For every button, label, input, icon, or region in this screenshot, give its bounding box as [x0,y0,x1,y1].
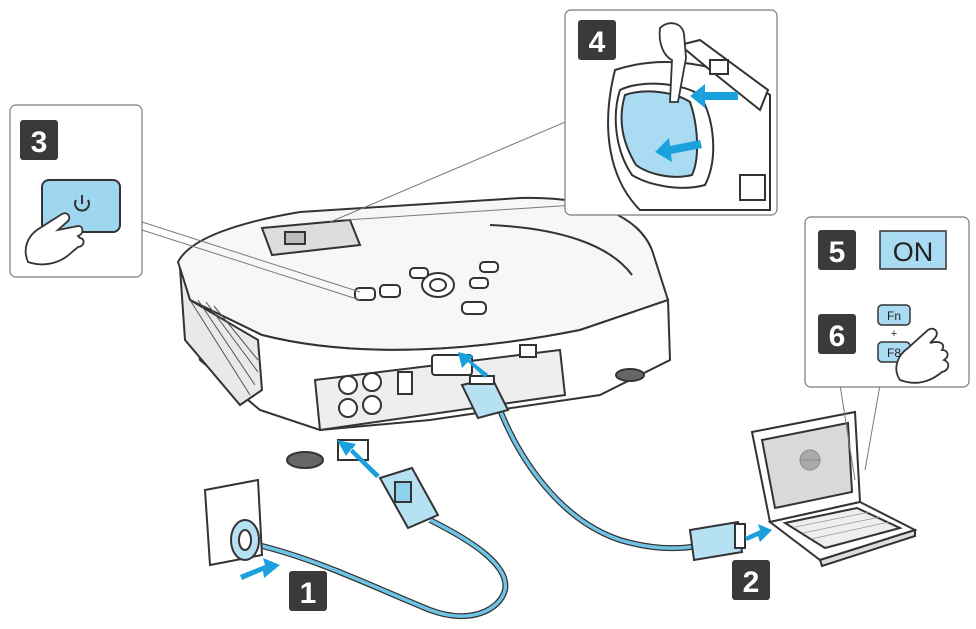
on-indicator [879,230,947,270]
step-4-badge [578,20,616,60]
callout-lines [141,119,881,481]
power-cable [203,466,509,620]
step-1-badge [289,571,327,611]
step-1-group: 1 [289,571,327,611]
step-1-label: 1 [300,577,317,610]
fn-key-label: Fn [887,309,901,323]
step-5-label: 5 [829,236,846,269]
globe-icon [799,449,821,471]
pointing-hand-icon [895,327,950,384]
on-label: ON [893,237,934,267]
step-3-badge [20,120,58,160]
callout-lens-cover: 4 [564,9,778,216]
arrow-vga-laptop [745,524,772,542]
step-5-badge [818,230,856,270]
power-icon [74,195,90,212]
step-6-badge [818,314,856,354]
step-2-label: 2 [743,566,760,599]
callout-computer: 5 ON 6 Fn + F8 [804,216,970,388]
pointing-hand-icon [24,212,85,266]
fn-key [877,304,911,326]
callout-power-button: 3 [9,104,143,278]
plus-sign: + [891,328,897,340]
step-2-group: 2 [732,560,770,600]
pointing-hand-icon [658,22,687,103]
step-3-label: 3 [31,126,48,159]
arrow-power-plug [337,440,380,478]
step-6-label: 6 [829,320,846,353]
projector [176,196,672,469]
step-2-badge [732,560,770,600]
arrow-slide-cover [655,138,702,162]
vga-cable [460,375,746,562]
arrow-slide-lever [690,84,738,108]
insert-arrows [240,352,772,580]
arrow-vga-projector [458,352,488,378]
arrow-wall-outlet [240,558,280,580]
laptop [750,410,918,568]
step-4-label: 4 [589,26,606,59]
f8-key-label: F8 [887,346,901,360]
